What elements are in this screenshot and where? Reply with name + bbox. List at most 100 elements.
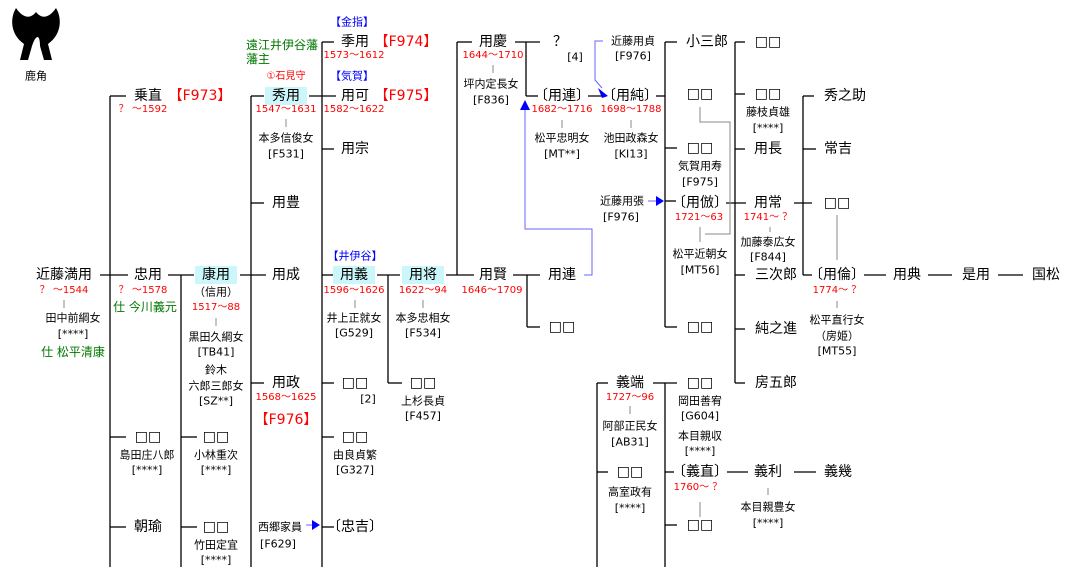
- person-unknown[interactable]: □□: [754, 86, 782, 102]
- ref-link[interactable]: 【F976】: [254, 412, 318, 428]
- ref-link[interactable]: 【F974】: [374, 34, 438, 50]
- spouse-code: [G604]: [680, 409, 720, 423]
- spouse: 六郎三郎女: [188, 379, 244, 393]
- service-note: 仕 松平清康: [41, 345, 105, 359]
- spouse-code: [****]: [752, 121, 784, 135]
- spouse-code: [****]: [57, 327, 89, 341]
- spouse-code: [****]: [614, 501, 646, 515]
- person-unknown[interactable]: ？: [553, 34, 567, 50]
- person-yasumochi[interactable]: 康用: [195, 266, 237, 284]
- spouse-code: [AB31]: [611, 435, 649, 449]
- spouse-code: [G327]: [335, 463, 375, 477]
- person-norinao[interactable]: 乗直: [134, 88, 162, 104]
- person-unknown[interactable]: □□: [754, 34, 782, 50]
- person-yoshimune[interactable]: 用宗: [341, 141, 369, 157]
- person-yoshimasa2[interactable]: 用将: [402, 266, 444, 284]
- person-unknown[interactable]: □□: [686, 140, 714, 156]
- person-suemochi[interactable]: 季用: [341, 34, 369, 50]
- person-yoshiyoshi[interactable]: 用義: [333, 266, 375, 284]
- branch-label: 【気賀】: [330, 69, 374, 83]
- spouse-code: [F531]: [268, 147, 304, 161]
- spouse: 松平近朝女: [672, 247, 728, 261]
- dates: 1547～1631: [255, 104, 317, 115]
- person-tomoyu[interactable]: 朝瑜: [134, 519, 162, 535]
- person-koremochi[interactable]: 是用: [962, 267, 990, 283]
- person-tsuneyoshi[interactable]: 常吉: [824, 141, 852, 157]
- dates: 1760～ ？: [673, 482, 723, 493]
- spouse: 田中前綱女: [45, 311, 101, 325]
- person-unknown[interactable]: □□: [202, 429, 230, 445]
- spouse-code: [SZ**]: [198, 394, 234, 408]
- person-yoshinao[interactable]: 〔義直〕: [672, 464, 728, 480]
- dates: 1622～94: [398, 285, 448, 296]
- person-yoshikata[interactable]: 用賢: [479, 267, 507, 283]
- adoptive-parent: 近藤用張: [600, 194, 644, 208]
- person-unknown[interactable]: □□: [341, 375, 369, 391]
- domain-note: 遠江井伊谷藩: [245, 38, 319, 52]
- spouse: 加藤泰広女: [740, 235, 796, 249]
- person-yoshimasa[interactable]: 用政: [272, 375, 300, 391]
- dates: ？ ～1544: [39, 285, 89, 296]
- person-yoshitomo[interactable]: 〔用倫〕: [809, 267, 865, 283]
- spouse-code: [F836]: [473, 93, 509, 107]
- person-yoshizumi[interactable]: 〔用純〕: [602, 88, 658, 104]
- person-unknown[interactable]: □□: [686, 319, 714, 335]
- adoptive-parent: 近藤用貞: [611, 34, 655, 48]
- person-yoshinaga[interactable]: 用長: [754, 141, 782, 157]
- person-hidemochi[interactable]: 秀用: [265, 87, 307, 105]
- ref-link[interactable]: 【F973】: [168, 88, 232, 104]
- dates: 1568～1625: [255, 392, 317, 403]
- spouse: 松平忠明女: [534, 131, 590, 145]
- person-yoshinori2[interactable]: 用典: [893, 267, 921, 283]
- spouse: 本多信俊女: [258, 131, 314, 145]
- branch-label: 【井伊谷】: [327, 249, 383, 263]
- person-unknown[interactable]: □□: [686, 86, 714, 102]
- person-yoshika[interactable]: 用可: [341, 88, 369, 104]
- person-yoshiyoshi2[interactable]: 用慶: [479, 34, 507, 50]
- person-sanjiro[interactable]: 三次郎: [755, 267, 797, 283]
- person-unknown[interactable]: □□: [686, 517, 714, 533]
- person-yoshitoyo[interactable]: 用豊: [272, 195, 300, 211]
- person-unknown[interactable]: □□: [134, 429, 162, 445]
- person-yoshitsune[interactable]: 用常: [754, 195, 782, 211]
- person-unknown[interactable]: □□: [616, 464, 644, 480]
- person-yoshibata[interactable]: 義端: [616, 375, 644, 391]
- person-unknown[interactable]: □□: [341, 429, 369, 445]
- spouse: 本目親豊女: [740, 500, 796, 514]
- person-hidenosuke[interactable]: 秀之助: [824, 88, 866, 104]
- person-unknown[interactable]: □□: [686, 375, 714, 391]
- spouse-code: [F534]: [405, 326, 441, 340]
- person-kosaburo[interactable]: 小三郎: [686, 34, 728, 50]
- person-unknown[interactable]: □□: [823, 195, 851, 211]
- person-unknown[interactable]: □□: [548, 319, 576, 335]
- person-yoshiiku[interactable]: 義幾: [824, 464, 852, 480]
- spouse-code: [****]: [752, 516, 784, 530]
- dates: 1721～63: [674, 212, 724, 223]
- dates: 1727～96: [605, 392, 655, 403]
- person-mitsuyo[interactable]: 近藤満用: [36, 267, 92, 283]
- person-yoshinori[interactable]: 〔用倣〕: [672, 195, 728, 211]
- dates: ？ ～1592: [118, 104, 168, 115]
- person-unknown[interactable]: □□: [202, 519, 230, 535]
- dates: 1682～1716: [531, 104, 593, 115]
- spouse: 上杉長貞: [401, 394, 445, 408]
- person-yoshitsura-origin[interactable]: 用連: [548, 267, 576, 283]
- dates: 1644～1710: [462, 50, 524, 61]
- person-yoshitsura[interactable]: 〔用連〕: [534, 88, 590, 104]
- ref-link[interactable]: 【F975】: [374, 88, 438, 104]
- person-junnoshin[interactable]: 純之進: [755, 321, 797, 337]
- spouse-code: [F457]: [405, 409, 441, 423]
- person-kunimatsu[interactable]: 国松: [1032, 267, 1060, 283]
- service-note: 仕 今川義元: [113, 300, 177, 314]
- spouse: 鈴木: [205, 363, 227, 377]
- person-tadayoshi[interactable]: 〔忠吉〕: [327, 519, 383, 535]
- note: [2]: [360, 392, 376, 406]
- note: [4]: [567, 50, 583, 64]
- person-yoshitoshi[interactable]: 義利: [754, 464, 782, 480]
- person-yoshinari[interactable]: 用成: [272, 267, 300, 283]
- person-unknown[interactable]: □□: [409, 375, 437, 391]
- person-fusagoro[interactable]: 房五郎: [755, 375, 797, 391]
- person-tadamochi[interactable]: 忠用: [134, 267, 162, 283]
- parent-code: [F976]: [603, 210, 639, 224]
